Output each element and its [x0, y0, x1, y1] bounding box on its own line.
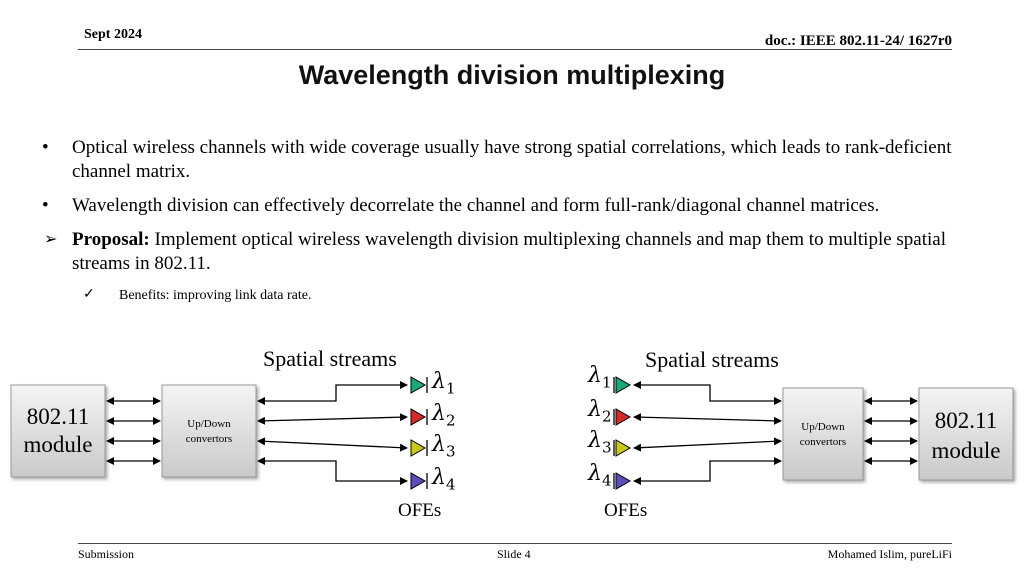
bullet-dot-icon: •	[42, 137, 49, 158]
left-ofe-links	[257, 381, 408, 485]
proposal-text: Implement optical wireless wavelength di…	[72, 229, 947, 274]
slide-title: Wavelength division multiplexing	[298, 60, 726, 90]
header-divider	[78, 49, 952, 50]
left-convertor-box	[161, 384, 257, 478]
left-ofe-group	[410, 376, 428, 490]
bullet-item: • Optical wireless channels with wide co…	[40, 136, 960, 184]
right-module-links	[864, 397, 918, 465]
footer-divider	[78, 543, 952, 544]
right-convertor-label: Up/Down convertors	[799, 421, 847, 448]
lambda-label: λ4	[588, 461, 612, 490]
ofe-receiver-icon	[615, 408, 632, 426]
right-module-label: 802.11 module	[931, 408, 1001, 463]
lambda-label: λ1	[432, 369, 456, 398]
benefit-item: ✓ Benefits: improving link data rate.	[40, 284, 960, 308]
footer-author: Mohamed Islim, pureLiFi	[827, 547, 952, 561]
left-80211-module-box	[10, 384, 106, 478]
bullet-text: Wavelength division can effectively deco…	[72, 195, 880, 216]
right-spatial-streams-label: Spatial streams	[645, 347, 779, 372]
header-doc-id: doc.: IEEE 802.11-24/ 1627r0	[764, 33, 952, 49]
bullet-dot-icon: •	[42, 195, 49, 216]
left-spatial-streams-label: Spatial streams	[263, 346, 397, 371]
right-convertor-box	[782, 387, 864, 481]
ofe-emitter-icon	[410, 472, 427, 490]
ofe-emitter-icon	[410, 439, 427, 457]
right-ofes-label: OFEs	[604, 500, 648, 521]
lambda-label: λ4	[432, 465, 456, 494]
bullet-list: • Optical wireless channels with wide co…	[40, 136, 960, 308]
ofe-emitter-icon	[410, 408, 427, 426]
left-module-label: 802.11 module	[23, 404, 93, 457]
checkmark-icon: ✓	[83, 287, 95, 302]
ofe-emitter-icon	[410, 376, 427, 394]
bullet-item: • Wavelength division can effectively de…	[40, 194, 960, 218]
right-ofe-links	[633, 381, 782, 485]
benefit-text: Benefits: improving link data rate.	[119, 288, 312, 303]
header-date: Sept 2024	[84, 27, 142, 42]
proposal-label: Proposal:	[72, 229, 150, 250]
ofe-receiver-icon	[615, 472, 632, 490]
bullet-text: Optical wireless channels with wide cove…	[72, 137, 952, 182]
lambda-label: λ3	[588, 428, 612, 457]
right-80211-module-box	[918, 387, 1014, 481]
lambda-label: λ2	[432, 401, 456, 430]
lambda-label: λ1	[588, 363, 612, 392]
left-convertor-label: Up/Down convertors	[185, 418, 233, 445]
left-module-links	[106, 397, 161, 465]
arrow-bullet-icon: ➢	[44, 231, 58, 248]
footer-submission: Submission	[78, 547, 135, 561]
right-ofe-group	[613, 376, 632, 490]
ofe-receiver-icon	[615, 376, 632, 394]
proposal-item: ➢ Proposal: Implement optical wireless w…	[40, 228, 960, 276]
ofe-receiver-icon	[615, 439, 632, 457]
footer-slide-number: Slide 4	[497, 547, 531, 561]
left-ofes-label: OFEs	[398, 500, 442, 521]
lambda-label: λ2	[588, 397, 612, 426]
lambda-label: λ3	[432, 432, 456, 461]
